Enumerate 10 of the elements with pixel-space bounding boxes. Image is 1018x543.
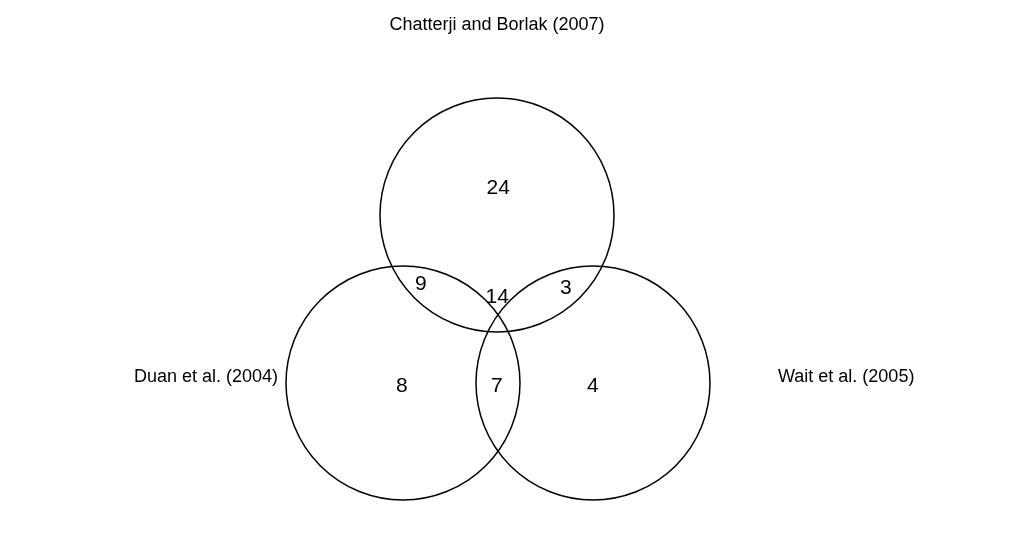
count-label: 3	[560, 275, 572, 297]
count-label: 4	[587, 373, 599, 395]
count-label: 24	[486, 175, 510, 197]
set-label: Chatterji and Borlak (2007)	[389, 15, 605, 33]
count-label: 14	[485, 284, 509, 306]
count-label: 9	[415, 271, 427, 293]
set-label: Wait et al. (2005)	[778, 367, 915, 385]
count-label: 8	[396, 373, 408, 395]
set-label: Duan et al. (2004)	[134, 367, 279, 385]
count-label: 7	[491, 373, 503, 395]
